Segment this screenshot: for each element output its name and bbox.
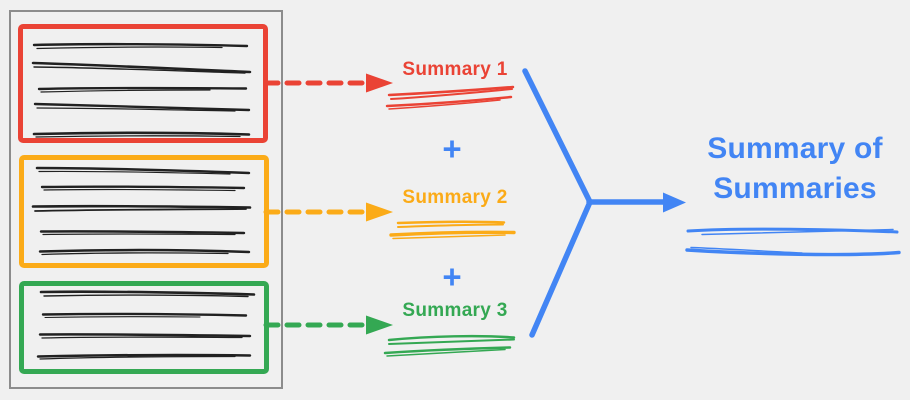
section-3-text-scribbles	[36, 290, 256, 360]
dashed-arrow-section-2	[263, 202, 393, 222]
merge-arrow	[522, 68, 686, 338]
summary-1-underline-scribble	[385, 85, 515, 110]
dashed-arrow-section-3	[263, 315, 393, 335]
summary-3-label: Summary 3	[402, 300, 508, 321]
plus-operator-2: +	[442, 258, 462, 295]
result-label: Summary of Summaries	[707, 132, 883, 205]
section-1-text-scribbles	[31, 42, 252, 138]
section-2-text-scribbles	[31, 166, 252, 256]
plus-operator-1: +	[442, 130, 462, 167]
summary-3-underline-scribble	[383, 334, 516, 357]
dashed-arrow-section-1	[263, 73, 393, 93]
result-underline-scribble	[685, 227, 901, 257]
summary-2-label: Summary 2	[402, 187, 508, 208]
summary-2-underline-scribble	[389, 220, 516, 240]
summary-1-label: Summary 1	[402, 59, 508, 80]
